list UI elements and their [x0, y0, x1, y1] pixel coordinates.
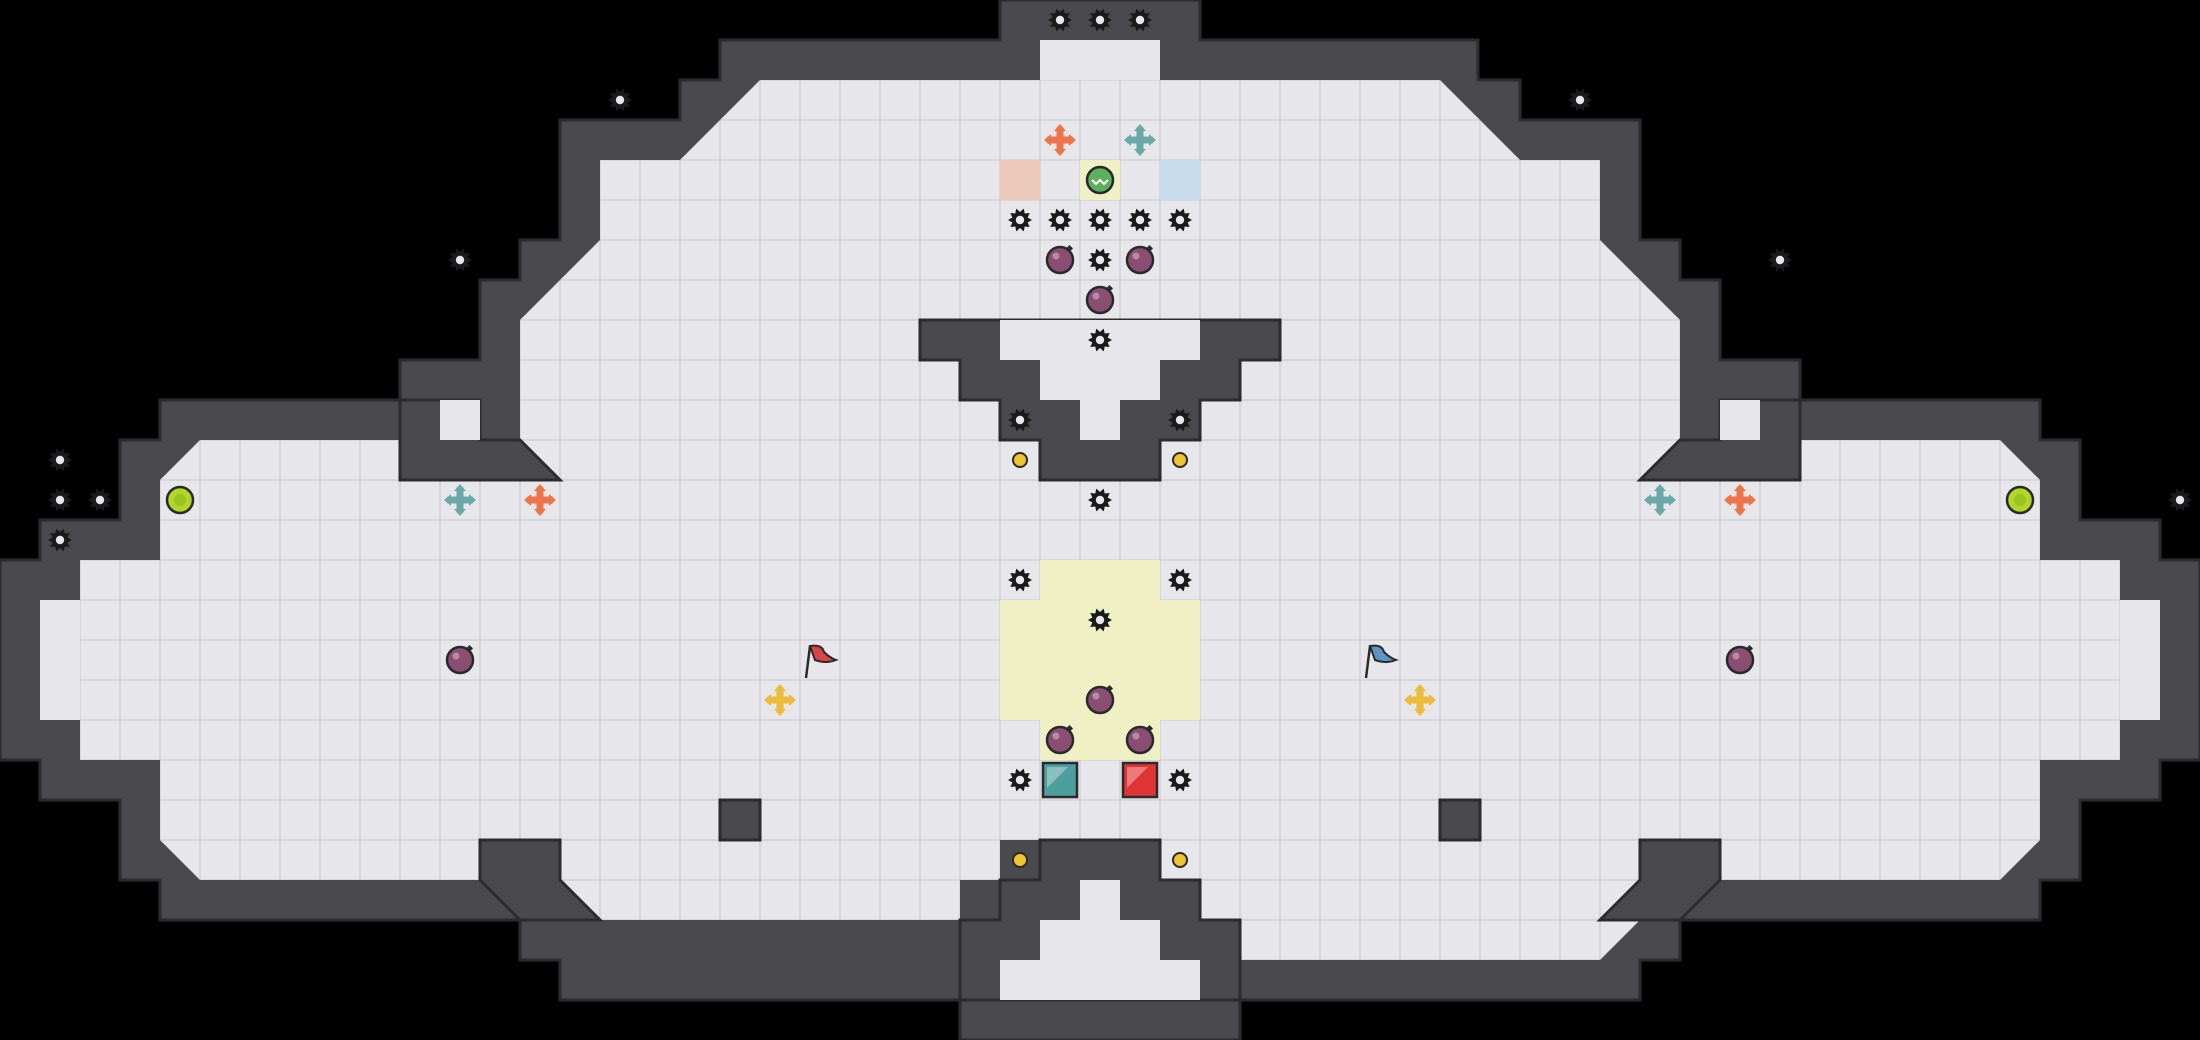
plus-arrows-icon: [444, 484, 476, 516]
funnel-cell-c: [1080, 400, 1120, 440]
bomb-icon: [1725, 644, 1755, 675]
spike-icon: [1168, 408, 1192, 432]
top-spike-alcove: [1040, 40, 1160, 80]
orb-icon: [165, 485, 195, 515]
spike-icon: [1048, 8, 1072, 32]
spike-icon: [1168, 768, 1192, 792]
orange-tile-zone: [1000, 160, 1040, 200]
spike-icon: [1088, 248, 1112, 272]
lower-cell-c: [1000, 960, 1200, 1000]
bomb-icon: [1125, 724, 1155, 755]
lower-cell-a: [1080, 880, 1120, 920]
spike-icon: [2168, 488, 2192, 512]
spike-icon: [608, 88, 632, 112]
spike-icon: [1008, 408, 1032, 432]
red-base-icon: [1121, 761, 1159, 799]
spike-icon: [1048, 208, 1072, 232]
bomb-icon: [445, 644, 475, 675]
spike-icon: [1088, 208, 1112, 232]
spike-icon: [1088, 608, 1112, 632]
right-pillar: [1438, 798, 1482, 842]
funnel-cell-a: [1040, 360, 1160, 400]
spike-icon: [1768, 248, 1792, 272]
left-spike-cell: [440, 400, 480, 440]
spike-icon: [1008, 768, 1032, 792]
left-end-cells: [40, 600, 80, 720]
bomb-icon: [1045, 724, 1075, 755]
bomb-icon: [1045, 244, 1075, 275]
spike-icon: [88, 488, 112, 512]
blue-tile-zone: [1160, 160, 1200, 200]
map-items: [48, 8, 2192, 868]
green-orb-icon: [1085, 165, 1115, 195]
center-yellow-zone-top: [1040, 560, 1160, 600]
blue-flag-icon[interactable]: [1364, 644, 1399, 679]
teal-base-icon: [1041, 761, 1079, 799]
spike-icon: [1168, 568, 1192, 592]
coin-icon: [1172, 852, 1188, 868]
spike-icon: [48, 488, 72, 512]
spike-icon: [48, 448, 72, 472]
coin-icon: [1012, 852, 1028, 868]
right-end-cells: [2120, 600, 2160, 720]
spike-icon: [1568, 88, 1592, 112]
spike-icon: [1008, 208, 1032, 232]
alcove-floors: [40, 40, 2160, 1000]
orb-icon: [2005, 485, 2035, 515]
spike-icon: [1128, 208, 1152, 232]
red-flag-icon[interactable]: [804, 644, 839, 679]
left-pillar: [718, 798, 762, 842]
right-lower-block: [1596, 838, 1722, 922]
plus-arrows-icon: [1644, 484, 1676, 516]
spike-icon: [48, 528, 72, 552]
spike-icon: [1088, 8, 1112, 32]
left-lower-block: [478, 838, 604, 922]
plus-arrows-icon: [524, 484, 556, 516]
plus-arrows-icon: [764, 684, 796, 716]
plus-arrows-icon: [1724, 484, 1756, 516]
spike-icon: [1088, 328, 1112, 352]
coin-icon: [1012, 452, 1028, 468]
plus-arrows-icon: [1124, 124, 1156, 156]
spike-icon: [1088, 488, 1112, 512]
spike-icon: [1008, 568, 1032, 592]
bomb-icon: [1085, 284, 1115, 315]
lower-cell-b: [1040, 920, 1160, 960]
spike-icon: [1168, 208, 1192, 232]
bomb-icon: [1085, 684, 1115, 715]
spike-icon: [448, 248, 472, 272]
plus-arrows-icon: [1404, 684, 1436, 716]
spike-icon: [1128, 8, 1152, 32]
coin-icon: [1172, 452, 1188, 468]
bomb-icon: [1125, 244, 1155, 275]
plus-arrows-icon: [1044, 124, 1076, 156]
right-spike-cell: [1720, 400, 1760, 440]
